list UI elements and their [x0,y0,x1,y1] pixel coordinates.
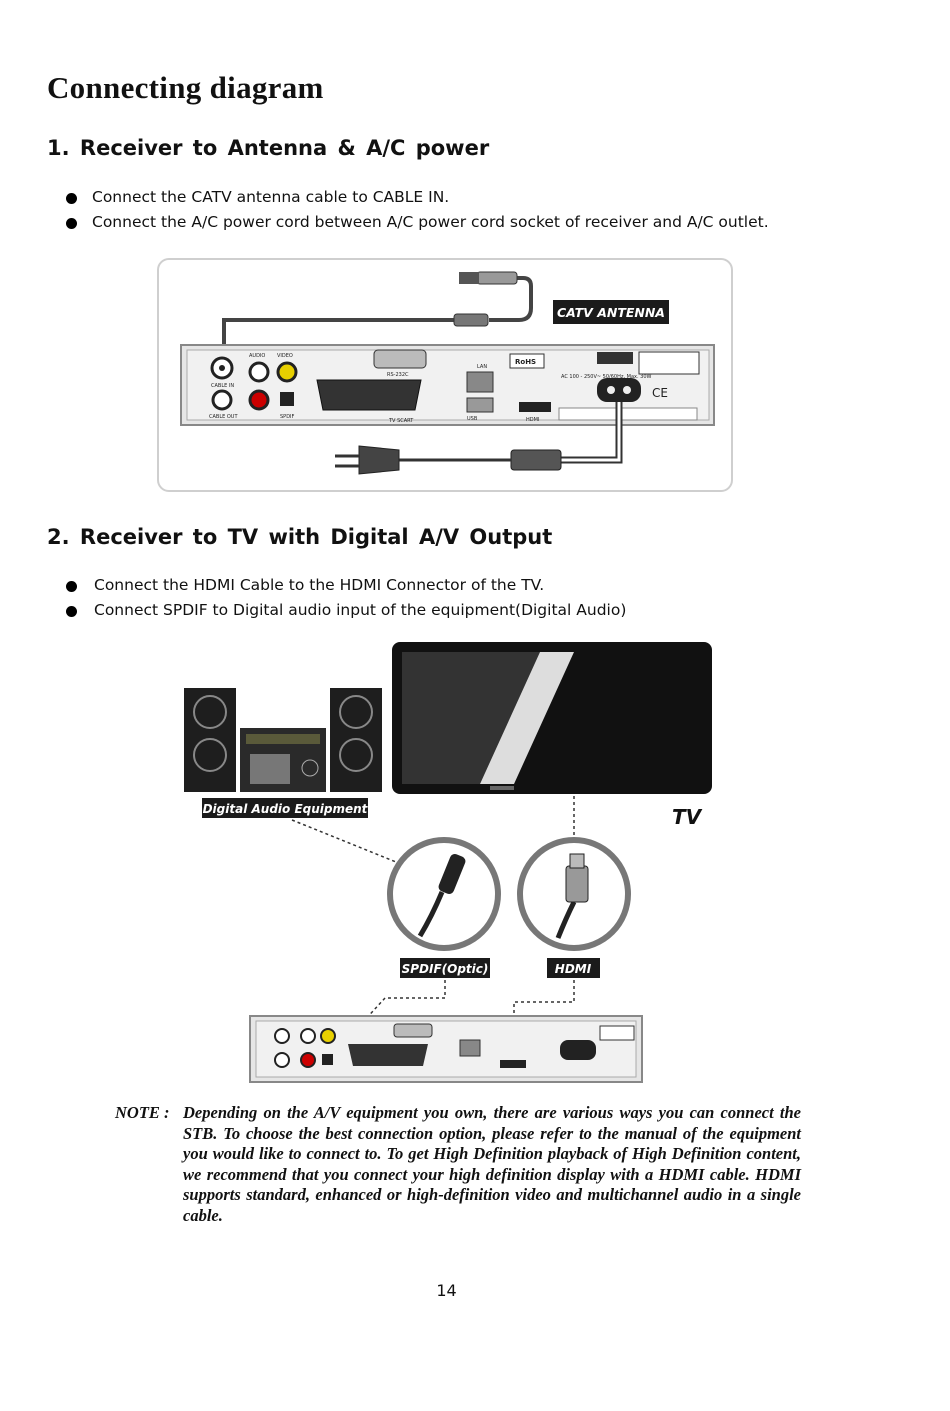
rs232c-label: RS-232C [387,372,409,378]
tv-label: TV [672,805,703,829]
lan-label: LAN [477,364,487,370]
digital-av-illustration: Digital Audio Equipment TV SPDIF(Optic) … [184,642,712,1083]
hdmi-label: HDMI [526,417,539,423]
section-1-bullets: Connect the CATV antenna cable to CABLE … [66,185,769,235]
list-item: Connect the A/C power cord between A/C p… [66,210,769,235]
usb-label: USB [467,416,478,422]
video-port-icon [276,361,298,383]
page-title: Connecting diagram [47,70,324,105]
audio-left-port-icon [248,361,270,383]
section-1-heading: 1. Receiver to Antenna & A/C power [47,136,490,160]
lan-port-icon [466,371,494,393]
list-item: Connect SPDIF to Digital audio input of … [66,598,626,623]
spdif-optic-connector-icon [387,837,501,951]
list-item: Connect the CATV antenna cable to CABLE … [66,185,769,210]
note-label: NOTE : [115,1103,170,1122]
tv-scart-label: TV SCART [388,418,414,424]
section-2-heading: 2. Receiver to TV with Digital A/V Outpu… [47,525,553,549]
rohs-label: RoHS [515,358,536,366]
cable-out-port-icon [211,389,233,411]
cable-out-label: CABLE OUT [209,414,238,420]
usb-port-icon [466,397,494,413]
scart-port-icon [316,379,422,411]
spdif-port-icon [280,392,294,406]
audio-right-port-icon [248,389,270,411]
note-paragraph: NOTE : Depending on the A/V equipment yo… [115,1103,801,1226]
ce-mark: CE [652,386,668,400]
hdmi-label: HDMI [555,962,592,976]
video-label: VIDEO [277,353,293,359]
receiver-back-panel-illustration: CATV ANTENNA CABLE IN CABLE OUT AUDIO VI… [180,271,715,475]
antenna-power-diagram: CATV ANTENNA CABLE IN CABLE OUT AUDIO VI… [157,258,733,492]
ac-rating-label: AC 100 - 250V~ 50/60Hz, Max. 30W [561,374,652,380]
hdmi-port-icon [519,402,551,412]
catv-antenna-label: CATV ANTENNA [557,305,665,320]
spdif-optic-label: SPDIF(Optic) [402,962,489,976]
note-text: Depending on the A/V equipment you own, … [183,1103,801,1225]
power-plug-icon [510,449,562,471]
ac-socket-icon [597,378,641,402]
list-item: Connect the HDMI Cable to the HDMI Conne… [66,573,626,598]
digital-av-diagram: Digital Audio Equipment TV SPDIF(Optic) … [180,640,720,1090]
section-2-bullets: Connect the HDMI Cable to the HDMI Conne… [66,573,626,623]
coax-connector-icon [453,313,489,327]
digital-audio-equipment-label: Digital Audio Equipment [203,802,369,816]
audio-label: AUDIO [249,353,265,359]
rohs-icon [509,353,545,369]
cable-in-label: CABLE IN [211,383,234,389]
page-number: 14 [436,1281,457,1300]
spdif-label: SPDIF [280,414,295,420]
rs232c-port-icon [373,349,427,369]
